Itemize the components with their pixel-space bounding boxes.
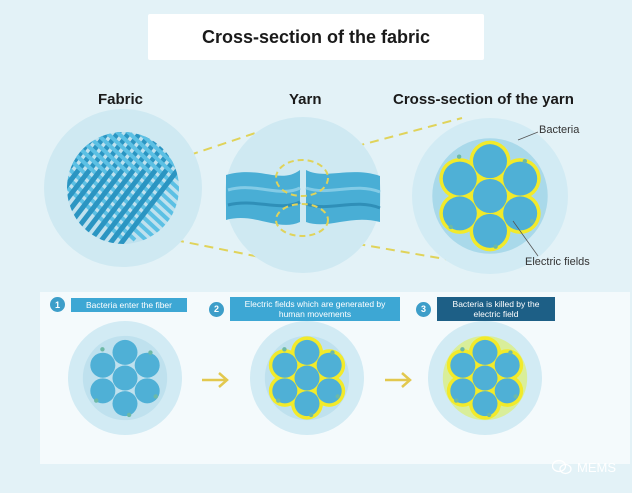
step3-illustration xyxy=(428,321,542,435)
bacterium xyxy=(148,350,153,355)
fiber-strand xyxy=(316,378,342,404)
fabric-thread xyxy=(124,132,179,242)
step2-illustration xyxy=(250,321,364,435)
fiber-strand xyxy=(472,391,498,417)
fiber-strand xyxy=(90,352,116,378)
fiber-strand xyxy=(473,179,507,213)
fiber-strand xyxy=(494,352,520,378)
fiber-strand xyxy=(294,339,320,365)
fiber-strand xyxy=(473,213,507,248)
step-text: Electric fields which are generated by h… xyxy=(230,297,400,321)
bacterium xyxy=(513,394,518,399)
bacterium xyxy=(522,158,528,164)
fiber-strand xyxy=(442,161,477,196)
step-2: 2 Electric fields which are generated by… xyxy=(209,297,400,321)
label-yarn: Yarn xyxy=(289,91,322,108)
watermark: MEMS xyxy=(552,459,616,475)
fabric-thread xyxy=(67,132,141,244)
fiber-strand xyxy=(316,352,342,378)
yarn-illustration xyxy=(225,117,381,273)
step-1: 1 Bacteria enter the fiber xyxy=(50,297,187,312)
fiber-strand xyxy=(90,378,116,404)
page-title: Cross-section of the fabric xyxy=(148,14,484,60)
bacterium xyxy=(276,398,281,403)
bacterium xyxy=(493,244,498,249)
fiber-strand xyxy=(294,391,320,417)
bacterium xyxy=(456,154,462,159)
fabric-illustration xyxy=(44,109,202,267)
arrow-2 xyxy=(385,372,412,388)
step-number: 1 xyxy=(50,297,65,312)
fiber-strand xyxy=(112,365,138,391)
fiber-strand xyxy=(134,352,160,378)
step-text: Bacteria is killed by the electric field xyxy=(437,297,555,321)
bacterium xyxy=(335,394,340,399)
field-leader-line xyxy=(512,220,539,257)
yarn-cross-section xyxy=(412,118,568,274)
fabric-thread xyxy=(114,132,179,244)
bacterium xyxy=(330,350,335,355)
step-number: 2 xyxy=(209,301,224,317)
bacterium xyxy=(282,347,287,352)
chat-bubble-icon xyxy=(552,459,572,475)
watermark-text: MEMS xyxy=(577,459,616,475)
bacterium xyxy=(94,398,99,403)
fabric-thread xyxy=(103,132,179,244)
bacteria-label: Bacteria xyxy=(539,124,580,136)
fabric-thread xyxy=(67,132,152,244)
fiber-strand xyxy=(472,365,498,391)
bacterium xyxy=(308,412,314,418)
fiber-strand xyxy=(272,352,298,378)
fiber-strand xyxy=(112,339,138,365)
fabric-thread xyxy=(113,132,179,242)
label-fabric: Fabric xyxy=(98,91,144,108)
bacterium xyxy=(508,350,513,355)
fabric-thread xyxy=(67,132,126,242)
fabric-thread xyxy=(67,132,130,244)
step-text: Bacteria enter the fiber xyxy=(71,297,187,312)
fiber-strand xyxy=(494,378,520,404)
fiber-strand xyxy=(450,352,476,378)
arrow-1 xyxy=(202,372,229,388)
label-cross-section: Cross-section of the yarn xyxy=(393,91,574,108)
fabric-thread xyxy=(67,132,119,244)
bacterium xyxy=(486,412,492,418)
bacterium xyxy=(100,347,105,352)
fiber-strand xyxy=(294,365,320,391)
fiber-strand xyxy=(503,196,538,231)
bacterium xyxy=(460,347,465,352)
step1-illustration xyxy=(68,321,182,435)
bacterium xyxy=(454,398,459,403)
bacterium xyxy=(126,412,132,418)
electric-fields-label: Electric fields xyxy=(525,256,590,268)
fiber-strand xyxy=(112,391,138,417)
fiber-strand xyxy=(272,378,298,404)
bacterium xyxy=(529,219,535,224)
bacterium xyxy=(448,224,453,230)
fiber-strand xyxy=(450,378,476,404)
bacterium xyxy=(153,394,158,399)
fiber-strand xyxy=(503,161,538,196)
step-3: 3 Bacteria is killed by the electric fie… xyxy=(416,297,555,321)
fiber-strand xyxy=(473,144,507,179)
bacteria-leader-line xyxy=(517,131,539,141)
step-number: 3 xyxy=(416,301,431,317)
fiber-strand xyxy=(134,378,160,404)
fiber-strand xyxy=(472,339,498,365)
fiber-strand xyxy=(442,196,477,231)
